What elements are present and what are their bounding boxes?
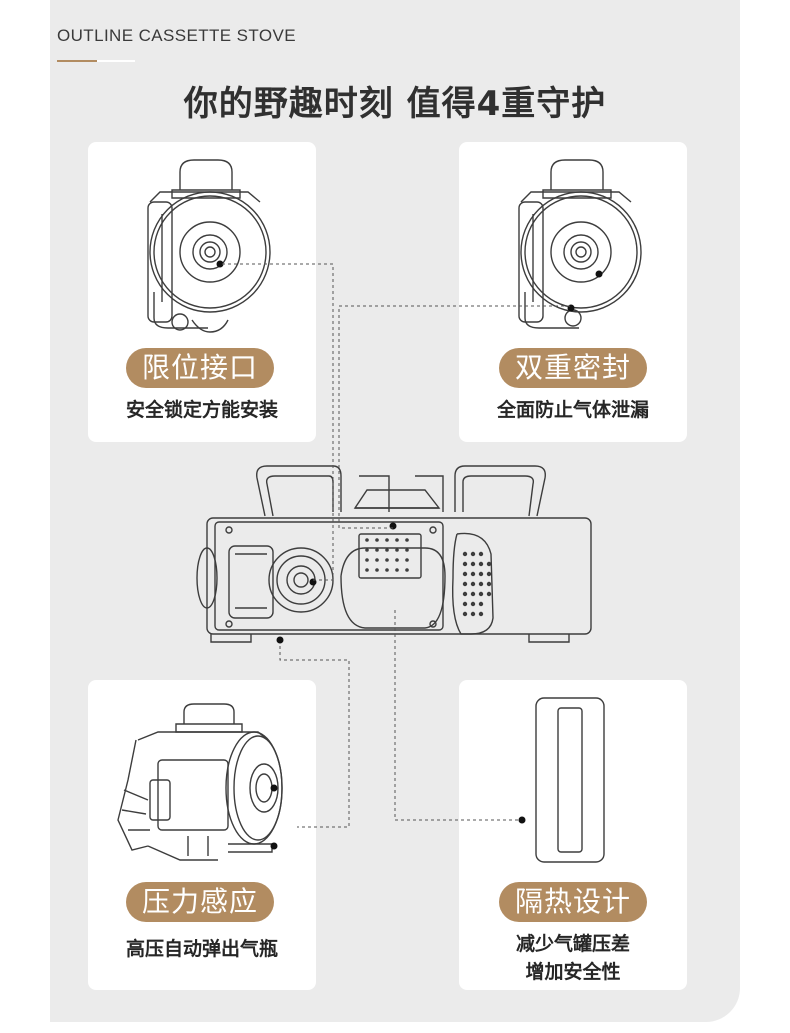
callout-dot — [389, 522, 397, 530]
feature-title-pill: 双重密封 — [499, 348, 647, 388]
valve-front-illustration — [147, 159, 271, 333]
feature-caption-line: 减少气罐压差 — [515, 933, 630, 955]
feature-caption-line: 增加安全性 — [525, 961, 621, 983]
callout-dot — [270, 784, 278, 792]
feature-card-pressure-sensing: 压力感应 高压自动弹出气瓶 — [88, 680, 316, 990]
insulation-panel-illustration — [535, 697, 605, 863]
feature-card-limit-interface: 限位接口 安全锁定方能安装 — [88, 142, 316, 442]
feature-title-pill: 限位接口 — [126, 348, 274, 388]
feature-caption: 高压自动弹出气瓶 — [88, 935, 316, 963]
feature-card-double-seal: 双重密封 全面防止气体泄漏 — [459, 142, 687, 442]
callout-dot — [595, 270, 603, 278]
pressure-mechanism-illustration — [117, 703, 283, 861]
feature-caption-line: 安全锁定方能安装 — [125, 399, 278, 421]
feature-caption: 减少气罐压差 增加安全性 — [459, 930, 687, 986]
brand-underline-light — [97, 60, 135, 62]
feature-title-pill: 隔热设计 — [499, 882, 647, 922]
callout-dot — [270, 842, 278, 850]
feature-card-heat-insulation: 隔热设计 减少气罐压差 增加安全性 — [459, 680, 687, 990]
callout-dot — [567, 304, 575, 312]
feature-title-pill: 压力感应 — [126, 882, 274, 922]
feature-caption: 全面防止气体泄漏 — [459, 396, 687, 424]
callout-dot — [309, 578, 317, 586]
feature-caption-line: 全面防止气体泄漏 — [496, 399, 649, 421]
valve-seal-illustration — [518, 159, 642, 329]
feature-caption: 安全锁定方能安装 — [88, 396, 316, 424]
cassette-stove-illustration — [196, 465, 592, 643]
callout-dot — [216, 260, 224, 268]
feature-caption-line: 高压自动弹出气瓶 — [125, 938, 278, 960]
headline: 你的野趣时刻 值得4重守护 — [183, 84, 607, 124]
brand-underline-accent — [57, 60, 97, 62]
brand-label: OUTLINE CASSETTE STOVE — [57, 26, 296, 45]
